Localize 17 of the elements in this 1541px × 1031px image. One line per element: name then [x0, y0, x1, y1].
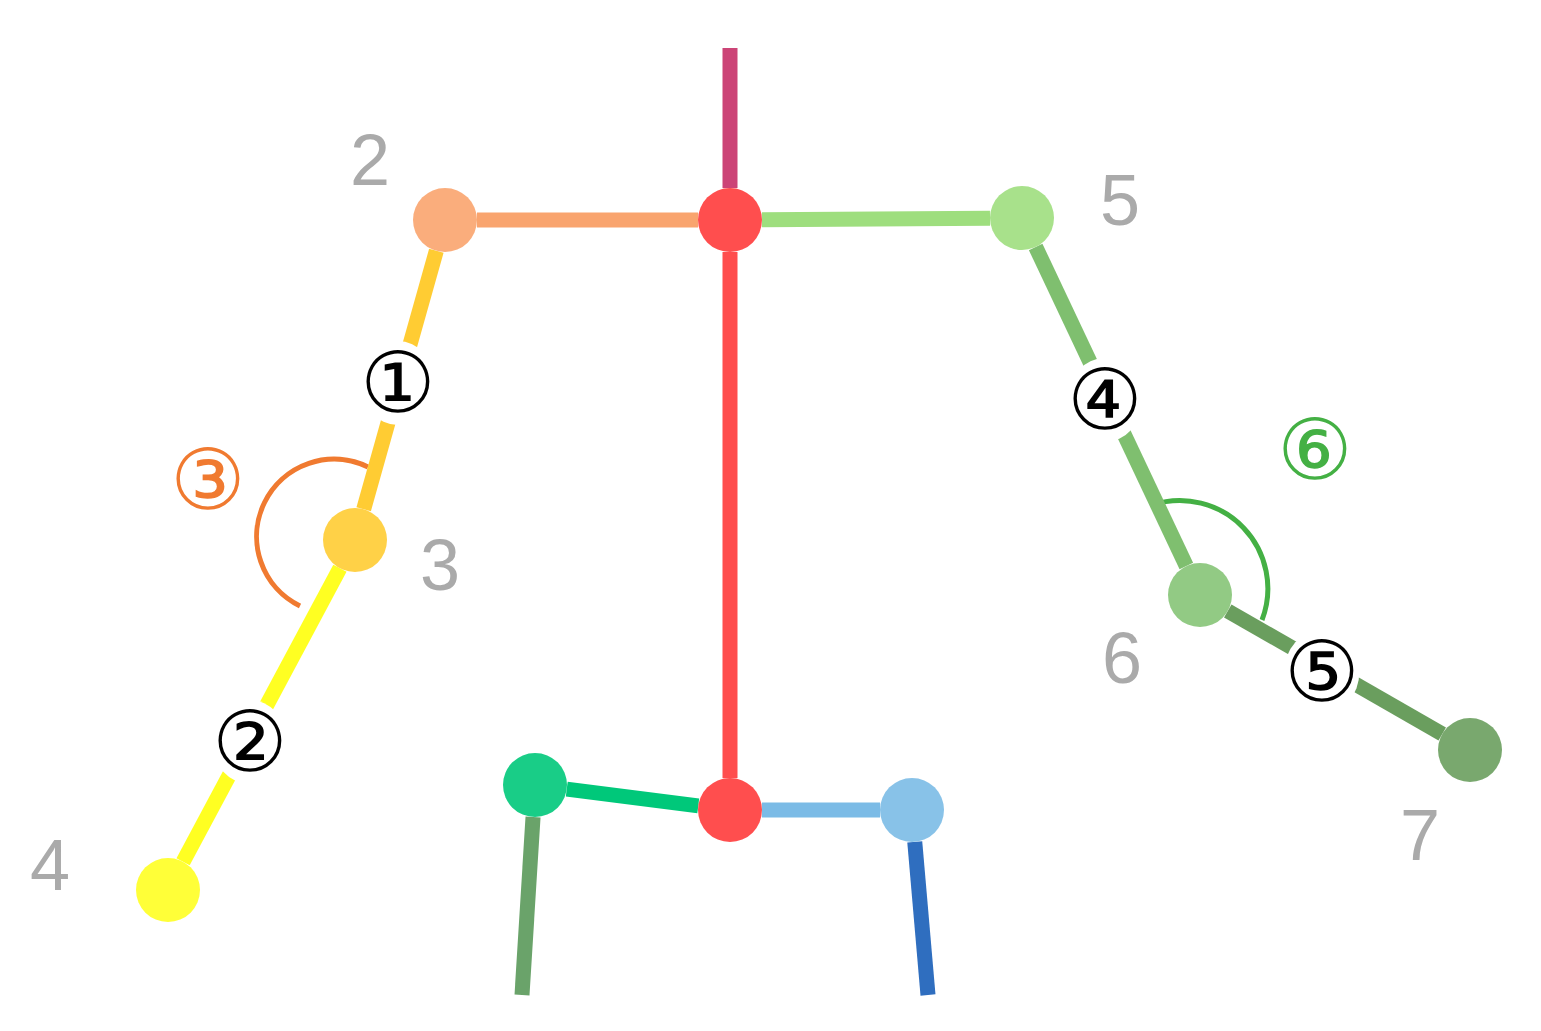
bone-line	[722, 252, 738, 778]
angle-number: ③	[170, 438, 246, 522]
keypoint-number: 3	[420, 529, 460, 601]
bone-line	[565, 781, 700, 814]
keypoint-number: 4	[30, 829, 70, 901]
keypoint-number: 7	[1400, 799, 1440, 871]
bone-line	[722, 48, 738, 188]
bone-line	[514, 816, 541, 996]
bone-line	[761, 210, 991, 228]
joint-dot	[1168, 563, 1232, 627]
bone-line	[477, 212, 698, 228]
bone-line	[762, 802, 880, 818]
keypoint-number: 6	[1102, 622, 1142, 694]
keypoint-number: 2	[350, 124, 390, 196]
keypoint-number: 5	[1100, 164, 1140, 236]
bone-line	[907, 841, 936, 996]
angle-number: ⑥	[1277, 408, 1353, 492]
